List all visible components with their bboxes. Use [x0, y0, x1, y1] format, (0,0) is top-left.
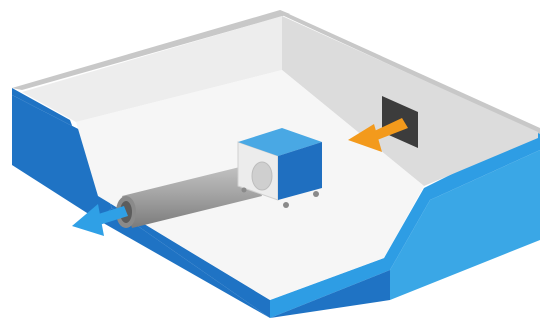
back-left-wall: [22, 16, 282, 122]
back-right-wall: [282, 16, 538, 186]
right-front-wall: [270, 130, 540, 318]
unit-wheel-front: [283, 202, 289, 208]
left-wall-base: [12, 95, 112, 220]
right-wall-face: [390, 150, 540, 300]
exhaust-arrow-icon: [72, 204, 128, 236]
intake-arrow-icon: [348, 118, 408, 152]
left-front-wall: [12, 88, 270, 318]
unit-side-face: [278, 142, 322, 200]
air-scrubber-unit: [237, 128, 322, 208]
right-rim: [280, 10, 540, 134]
unit-intake-ring: [251, 161, 273, 191]
unit-wheel-side: [313, 191, 319, 197]
unit-wheel-rear: [241, 187, 247, 193]
unit-top-face: [238, 128, 322, 156]
left-rim: [12, 10, 290, 90]
